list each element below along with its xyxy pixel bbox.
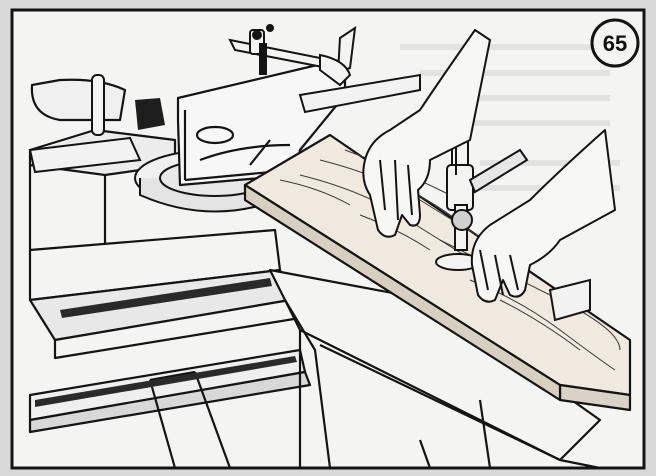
left-hand bbox=[362, 29, 491, 238]
figure-number-badge: 65 bbox=[590, 18, 640, 68]
right-hand bbox=[470, 129, 616, 303]
left-post bbox=[91, 74, 105, 136]
table-slots bbox=[35, 98, 297, 407]
figure-number: 65 bbox=[603, 31, 627, 56]
guard-arm bbox=[228, 24, 357, 87]
right-support bbox=[548, 278, 591, 322]
fence bbox=[28, 73, 421, 174]
